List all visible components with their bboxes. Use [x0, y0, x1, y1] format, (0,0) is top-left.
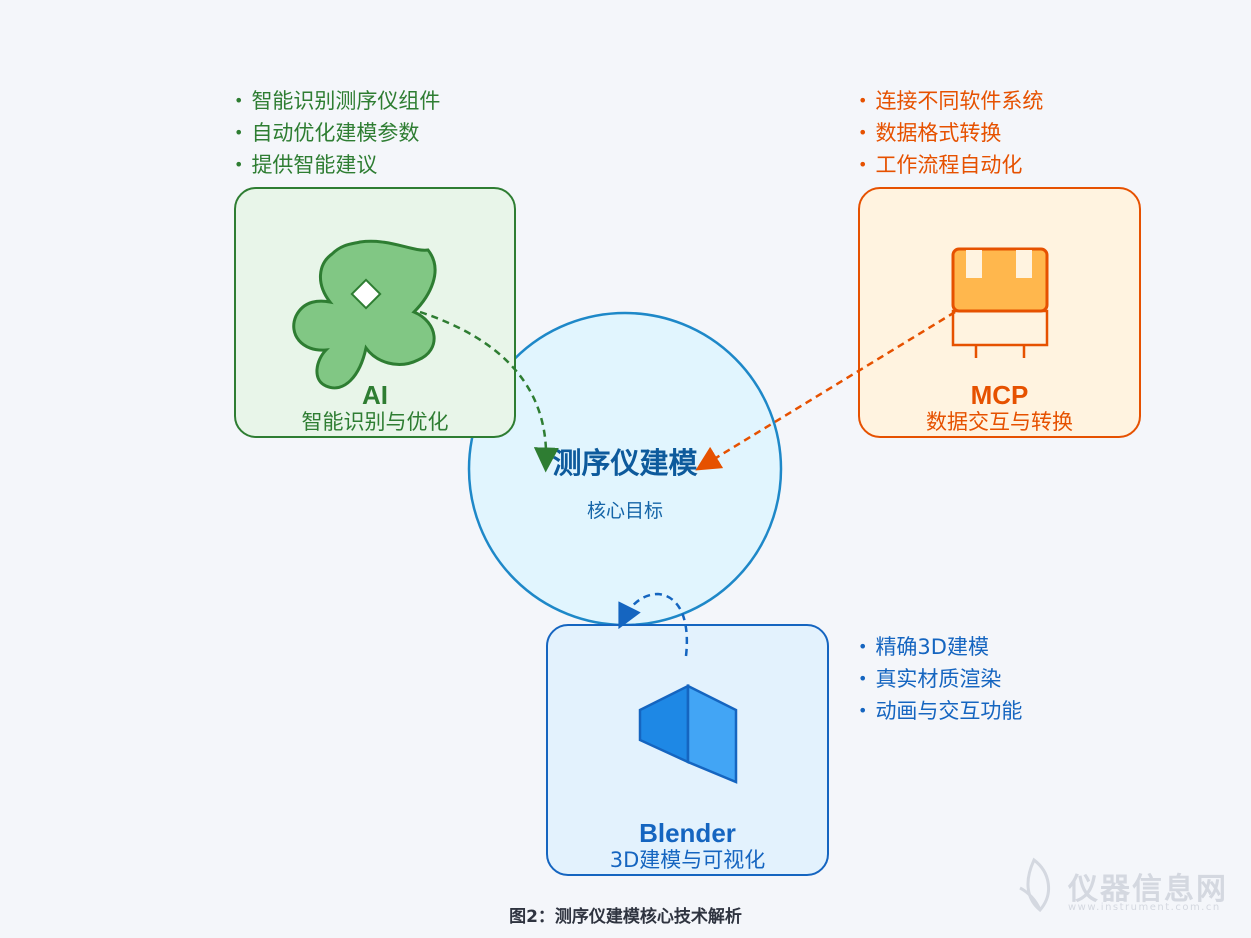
blender-bullet-item: 动画与交互功能 [858, 696, 1022, 728]
ai-bullet-item: 智能识别测序仪组件 [234, 86, 440, 118]
mcp-bullet-item: 连接不同软件系统 [858, 86, 1043, 118]
watermark-logo: 仪器信息网 www.instrument.com.cn [1010, 857, 1240, 918]
blender-bullet-item: 真实材质渲染 [858, 664, 1022, 696]
figure-caption: 图2：测序仪建模核心技术解析 [509, 907, 742, 927]
watermark-text: 仪器信息网 [1068, 872, 1228, 907]
ai-bullet-list: 智能识别测序仪组件 自动优化建模参数 提供智能建议 [234, 86, 440, 182]
ai-bullet-item: 提供智能建议 [234, 150, 440, 182]
mcp-icon [951, 247, 1049, 358]
center-title: 测序仪建模 [552, 446, 698, 480]
mcp-title: MCP [970, 380, 1029, 410]
ai-bullet-item: 自动优化建模参数 [234, 118, 440, 150]
mcp-bullet-item: 数据格式转换 [858, 118, 1043, 150]
ai-icon [292, 239, 437, 390]
ai-title: AI [362, 380, 388, 410]
mcp-subtitle: 数据交互与转换 [926, 410, 1073, 434]
blender-subtitle: 3D建模与可视化 [609, 848, 766, 872]
ai-subtitle: 智能识别与优化 [301, 410, 449, 434]
blender-title: Blender [639, 818, 736, 848]
center-subtitle: 核心目标 [586, 500, 663, 522]
watermark-url: www.instrument.com.cn [1068, 902, 1221, 913]
mcp-bullet-item: 工作流程自动化 [858, 150, 1043, 182]
mcp-bullet-list: 连接不同软件系统 数据格式转换 工作流程自动化 [858, 86, 1043, 182]
blender-cube-icon [638, 683, 738, 784]
blender-bullet-item: 精确3D建模 [858, 632, 1022, 664]
watermark-leaf-icon [1019, 857, 1050, 913]
blender-bullet-list: 精确3D建模 真实材质渲染 动画与交互功能 [858, 632, 1022, 728]
